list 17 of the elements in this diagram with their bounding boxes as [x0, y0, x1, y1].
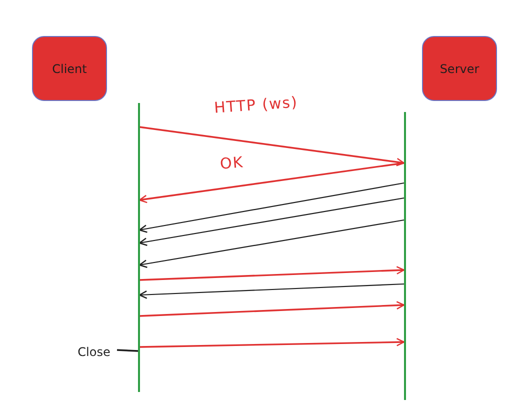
- message-arrow: [138, 182, 404, 233]
- close-label: Close: [72, 343, 116, 361]
- message-arrow: [138, 219, 404, 268]
- message-arrow: [138, 162, 404, 204]
- actor-name: Client: [52, 62, 87, 76]
- actor-box: [32, 36, 107, 101]
- leader-line: [116, 349, 138, 352]
- message-arrow: [139, 338, 405, 348]
- message-arrow: [139, 266, 405, 281]
- lifeline: [138, 103, 140, 392]
- message-arrow: [139, 126, 405, 166]
- lifeline: [404, 112, 406, 400]
- message-arrow: [138, 283, 404, 299]
- actor-name: Server: [440, 62, 480, 76]
- message-arrow: [138, 197, 404, 246]
- actor-box: [422, 36, 497, 101]
- message-arrow: [139, 301, 405, 317]
